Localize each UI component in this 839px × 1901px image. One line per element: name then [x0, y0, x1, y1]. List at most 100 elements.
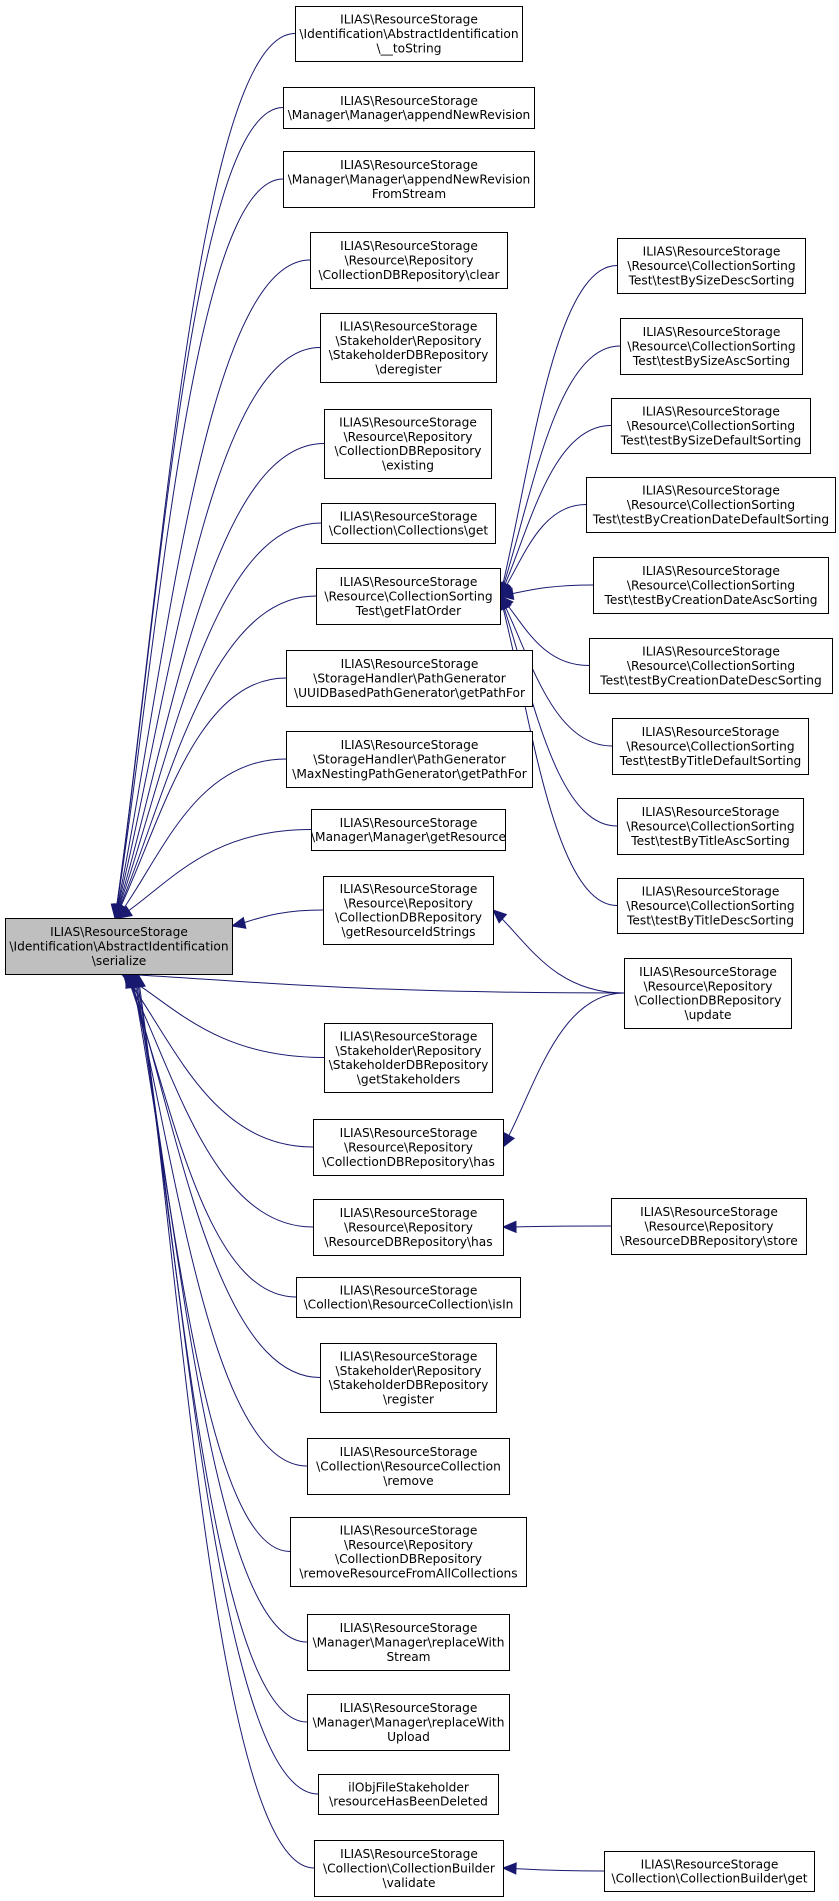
node-remove[interactable]: ILIAS\ResourceStorage\Collection\Resourc…	[307, 1438, 510, 1495]
node-label-line: \Resource\Repository	[345, 254, 474, 268]
node-builderGet[interactable]: ILIAS\ResourceStorage\Collection\Collect…	[604, 1851, 815, 1892]
node-resourceDeleted[interactable]: ilObjFileStakeholder\resourceHasBeenDele…	[318, 1774, 499, 1815]
node-label-line: \Stakeholder\Repository	[336, 1044, 482, 1058]
node-clear[interactable]: ILIAS\ResourceStorage\Resource\Repositor…	[310, 232, 508, 289]
node-label-line: \deregister	[375, 363, 442, 377]
node-appendNewRevision[interactable]: ILIAS\ResourceStorage\Manager\Manager\ap…	[283, 87, 535, 129]
node-box	[611, 1198, 807, 1255]
edge-register-to-root	[127, 973, 321, 1378]
edge-removeFromAll-to-root	[131, 973, 291, 1552]
node-getResourceIdStrings[interactable]: ILIAS\ResourceStorage\Resource\Repositor…	[323, 876, 494, 945]
node-label-line: \resourceHasBeenDeleted	[329, 1795, 488, 1809]
node-label-line: ilObjFileStakeholder	[348, 1780, 470, 1794]
node-removeFromAll[interactable]: ILIAS\ResourceStorage\Resource\Repositor…	[290, 1517, 527, 1587]
node-label-line: \Resource\Repository	[344, 430, 473, 444]
node-t1[interactable]: ILIAS\ResourceStorage\Resource\Collectio…	[617, 238, 806, 294]
node-label-line: ILIAS\ResourceStorage	[642, 725, 780, 739]
node-replaceStream[interactable]: ILIAS\ResourceStorage\Manager\Manager\re…	[307, 1614, 510, 1671]
node-getResource[interactable]: ILIAS\ResourceStorage\Manager\Manager\ge…	[311, 809, 506, 851]
node-label-line: ILIAS\ResourceStorage	[340, 319, 478, 333]
node-label-line: \StakeholderDBRepository	[329, 348, 489, 362]
node-t8[interactable]: ILIAS\ResourceStorage\Resource\Collectio…	[617, 798, 804, 855]
node-label-line: ILIAS\ResourceStorage	[340, 1621, 478, 1635]
edge-existing-to-root	[114, 443, 325, 919]
node-label-line: \Manager\Manager\appendNewRevision	[288, 173, 531, 187]
arrowhead-update-to-getResourceIdStrings	[492, 909, 508, 924]
node-label-line: \Resource\Repository	[644, 979, 773, 993]
node-label-line: \Resource\Repository	[344, 896, 473, 910]
node-t7[interactable]: ILIAS\ResourceStorage\Resource\Collectio…	[612, 718, 809, 775]
node-isIn[interactable]: ILIAS\ResourceStorage\Collection\Resourc…	[296, 1277, 521, 1318]
node-store[interactable]: ILIAS\ResourceStorage\Resource\Repositor…	[611, 1198, 807, 1255]
node-label-line: ILIAS\ResourceStorage	[642, 484, 780, 498]
node-label-line: ILIAS\ResourceStorage	[643, 325, 781, 339]
node-label-line: \CollectionDBRepository	[335, 444, 482, 458]
arrowhead-validate-to-root	[133, 972, 146, 989]
edge-tostring-to-root	[114, 33, 296, 919]
edge-t8-to-getFlatOrder	[499, 595, 618, 827]
node-label-line: ILIAS\ResourceStorage	[340, 1206, 478, 1220]
node-t4[interactable]: ILIAS\ResourceStorage\Resource\Collectio…	[586, 477, 836, 533]
node-maxNestingPath[interactable]: ILIAS\ResourceStorage\StorageHandler\Pat…	[286, 731, 533, 788]
node-label-line: ILIAS\ResourceStorage	[639, 965, 777, 979]
edge-t5-to-getFlatOrder	[499, 584, 594, 597]
node-label-line: \StorageHandler\PathGenerator	[313, 672, 507, 686]
node-tostring[interactable]: ILIAS\ResourceStorage\Identification\Abs…	[295, 6, 523, 62]
root-node-serialize[interactable]: ILIAS\ResourceStorage\Identification\Abs…	[5, 918, 233, 975]
node-box	[320, 313, 497, 383]
node-deregister[interactable]: ILIAS\ResourceStorage\Stakeholder\Reposi…	[320, 313, 497, 383]
node-existing[interactable]: ILIAS\ResourceStorage\Resource\Repositor…	[324, 409, 492, 479]
node-label-line: ILIAS\ResourceStorage	[339, 415, 477, 429]
node-label-line: \Manager\Manager\getResource	[311, 830, 506, 844]
nodes-layer: ILIAS\ResourceStorage \Identification\Abs…	[5, 6, 836, 1897]
arrowhead-builderGet-to-validate	[501, 1862, 517, 1875]
node-box	[620, 318, 803, 375]
node-box	[307, 1694, 510, 1751]
node-replaceUpload[interactable]: ILIAS\ResourceStorage\Manager\Manager\re…	[307, 1694, 510, 1751]
node-label-line: \Resource\CollectionSorting	[626, 740, 794, 754]
edge-maxNestingPath-to-root	[116, 758, 287, 919]
node-label-line: \Identification\AbstractIdentification	[9, 940, 228, 954]
node-box	[307, 1614, 510, 1671]
edge-replaceStream-to-root	[132, 973, 308, 1643]
node-label-line: ILIAS\ResourceStorage	[340, 816, 478, 830]
node-label-line: Test\testByCreationDateDefaultSorting	[592, 512, 829, 526]
node-uuidPath[interactable]: ILIAS\ResourceStorage\StorageHandler\Pat…	[286, 650, 533, 707]
node-getStakeholders[interactable]: ILIAS\ResourceStorage\Stakeholder\Reposi…	[324, 1023, 493, 1093]
node-appendNewRevisionFromStream[interactable]: ILIAS\ResourceStorage\Manager\Manager\ap…	[283, 151, 535, 208]
node-label-line: \CollectionDBRepository	[635, 994, 782, 1008]
node-box	[617, 878, 804, 934]
edge-update-to-root	[120, 973, 625, 994]
arrowhead-store-to-resHas	[501, 1220, 517, 1234]
node-box	[586, 477, 836, 533]
node-validate[interactable]: ILIAS\ResourceStorage\Collection\Collect…	[314, 1840, 504, 1897]
node-label-line: \Resource\Repository	[344, 1141, 473, 1155]
node-getFlatOrder[interactable]: ILIAS\ResourceStorage\Resource\Collectio…	[316, 568, 501, 625]
node-box	[612, 718, 809, 775]
node-box	[295, 6, 523, 62]
node-label-line: \Manager\Manager\replaceWith	[313, 1716, 505, 1730]
node-label-line: ILIAS\ResourceStorage	[340, 1445, 478, 1459]
node-label-line: \StakeholderDBRepository	[329, 1378, 489, 1392]
node-resHas[interactable]: ILIAS\ResourceStorage\Resource\Repositor…	[313, 1199, 504, 1256]
node-t6[interactable]: ILIAS\ResourceStorage\Resource\Collectio…	[589, 638, 833, 694]
node-t5[interactable]: ILIAS\ResourceStorage\Resource\Collectio…	[593, 557, 829, 614]
node-label-line: \removeResourceFromAllCollections	[299, 1567, 517, 1581]
node-label-line: \existing	[382, 459, 434, 473]
node-box	[611, 398, 811, 454]
node-box	[323, 876, 494, 945]
node-label-line: Test\testByTitleDefaultSorting	[619, 754, 802, 768]
edge-getResource-to-root	[117, 829, 312, 919]
node-update[interactable]: ILIAS\ResourceStorage\Resource\Repositor…	[624, 958, 792, 1029]
node-label-line: ILIAS\ResourceStorage	[340, 1349, 478, 1363]
node-t3[interactable]: ILIAS\ResourceStorage\Resource\Collectio…	[611, 398, 811, 454]
edge-collHas-to-root	[123, 973, 314, 1148]
node-collectionsGet[interactable]: ILIAS\ResourceStorage\Collection\Collect…	[321, 503, 496, 544]
node-t2[interactable]: ILIAS\ResourceStorage\Resource\Collectio…	[620, 318, 803, 375]
node-register[interactable]: ILIAS\ResourceStorage\Stakeholder\Reposi…	[320, 1343, 497, 1413]
node-box	[313, 1119, 504, 1176]
node-collHas[interactable]: ILIAS\ResourceStorage\Resource\Repositor…	[313, 1119, 504, 1176]
node-t9[interactable]: ILIAS\ResourceStorage\Resource\Collectio…	[617, 878, 804, 934]
node-label-line: ILIAS\ResourceStorage	[340, 1029, 478, 1043]
node-label-line: ILIAS\ResourceStorage	[341, 738, 479, 752]
